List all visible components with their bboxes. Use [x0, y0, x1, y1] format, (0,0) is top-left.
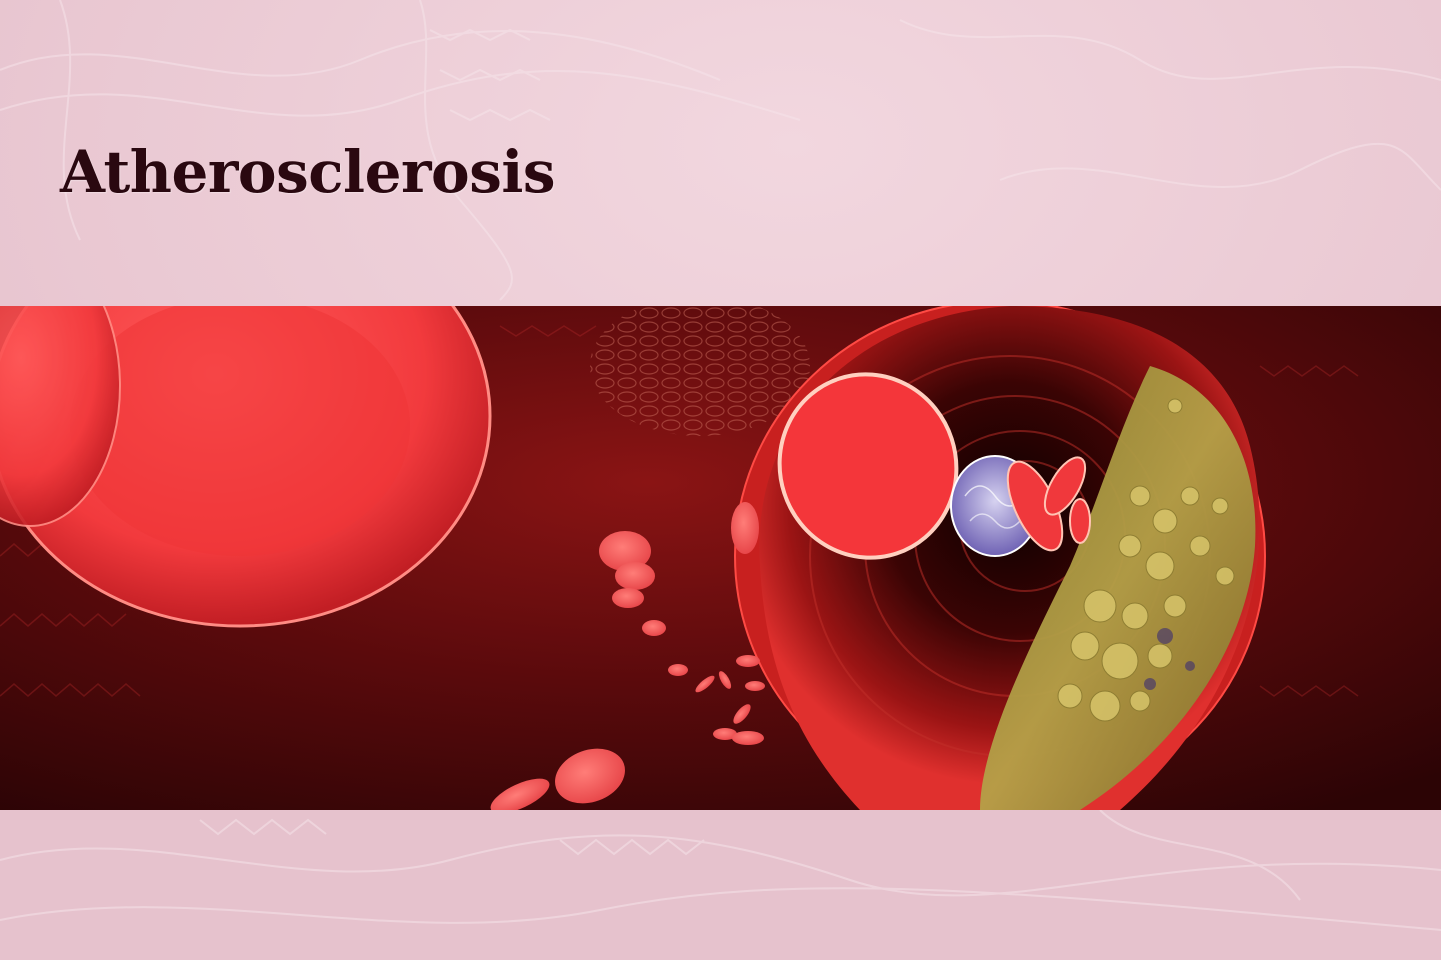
vessel-wall-cells [590, 306, 810, 436]
small-blood-cells [490, 502, 765, 810]
red-blood-cell-large [0, 306, 492, 628]
artery-cross-section [734, 306, 1266, 810]
page-title: Atherosclerosis [60, 138, 556, 206]
plaque-deposit [980, 366, 1256, 810]
vessel-texture [0, 325, 1359, 697]
artery-illustration [0, 306, 1441, 810]
lipid-dark-spots [1144, 628, 1195, 690]
red-blood-cell-in-lumen [777, 372, 959, 560]
red-blood-cells-deep-lumen [1006, 456, 1091, 552]
plaque-globules [1057, 398, 1235, 722]
